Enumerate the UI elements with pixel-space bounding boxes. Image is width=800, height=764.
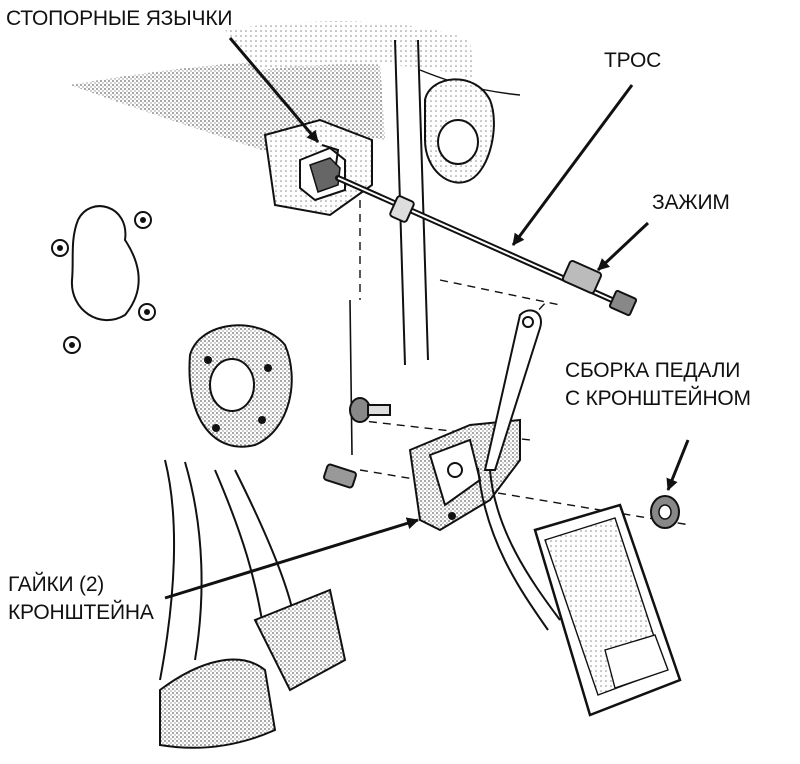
cable-mount-bracket [263,118,373,217]
steering-column-plate [188,324,293,448]
label-cable-text: ТРОС [604,49,662,72]
pedal-arm [477,309,561,631]
mounting-bolts [323,397,680,529]
firewall-hole [51,205,156,354]
label-bracket-nuts-line2: КРОНШТЕЙНА [8,601,154,624]
label-leaders [164,37,690,600]
label-locking-tabs: СТОПОРНЫЕ ЯЗЫЧКИ [6,6,232,31]
other-pedals [159,459,347,749]
firewall-grommet [424,78,495,184]
label-locking-tabs-text: СТОПОРНЫЕ ЯЗЫЧКИ [6,7,233,30]
label-bracket-nuts-line1: ГАЙКИ (2) [8,573,105,596]
throttle-cable [335,175,638,317]
label-bracket-nuts: ГАЙКИ (2) КРОНШТЕЙНА [8,572,154,625]
label-clamp: ЗАЖИМ [652,190,730,215]
label-cable: ТРОС [604,48,661,73]
label-pedal-assembly-line1: СБОРКА ПЕДАЛИ [565,359,741,382]
label-pedal-assembly-line2: С КРОНШТЕЙНОМ [565,387,751,410]
pedal-pad [533,503,682,717]
label-clamp-text: ЗАЖИМ [652,191,730,214]
label-pedal-assembly: СБОРКА ПЕДАЛИ С КРОНШТЕЙНОМ [565,358,751,411]
